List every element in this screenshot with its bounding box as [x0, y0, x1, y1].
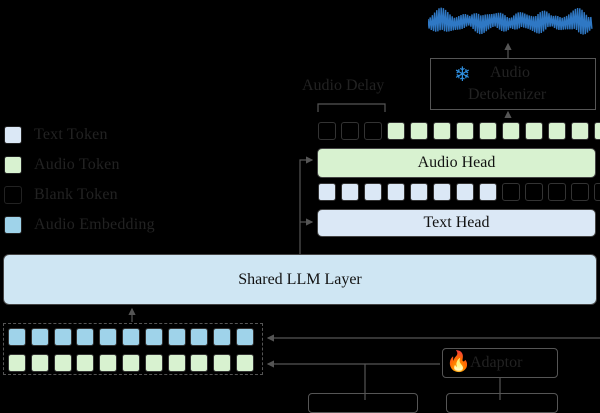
audio-token [456, 122, 474, 140]
audio-token [144, 354, 163, 372]
audio-token [594, 122, 600, 140]
adaptor-box [442, 348, 558, 378]
blank-token-swatch [4, 186, 22, 204]
embedding-token [144, 328, 163, 346]
audio-token [410, 122, 428, 140]
audio-detokenizer-label-1: Audio [490, 64, 530, 81]
text-head-label: Text Head [423, 214, 490, 231]
text-token [364, 183, 382, 201]
audio-delay-label: Audio Delay [302, 77, 385, 94]
bottom-box-right [446, 393, 558, 413]
audio-token [548, 122, 566, 140]
adaptor-label: Adaptor [470, 354, 523, 371]
blank-token [548, 183, 566, 201]
text-token [341, 183, 359, 201]
legend-label: Audio Token [34, 156, 120, 173]
audio-waveform-icon [428, 7, 593, 35]
audio-token [53, 354, 72, 372]
audio-token [122, 354, 140, 372]
audio-token [30, 354, 49, 372]
shared-llm-layer: Shared LLM Layer [3, 254, 597, 305]
blank-token [341, 122, 359, 140]
audio-token [190, 354, 209, 372]
audio-token [502, 122, 520, 140]
blank-token [571, 183, 589, 201]
legend-item-audio-embedding: Audio Embedding [4, 215, 155, 235]
audio-detokenizer-label-2: Detokenizer [468, 86, 547, 103]
text-token [433, 183, 451, 201]
embedding-token [53, 328, 72, 346]
audio-token [433, 122, 451, 140]
audio-detokenizer-box [430, 58, 596, 110]
audio-token [99, 354, 118, 372]
audio-token-swatch [4, 156, 22, 174]
audio-token [479, 122, 497, 140]
legend-item-blank-token: Blank Token [4, 185, 118, 205]
waveform-line [428, 7, 593, 35]
embedding-token [236, 328, 254, 346]
embedding-token [8, 328, 26, 346]
blank-token [525, 183, 543, 201]
blank-token [594, 183, 600, 201]
audio-token [387, 122, 405, 140]
audio-token [213, 354, 232, 372]
input-token-group [3, 323, 263, 375]
text-token [387, 183, 405, 201]
audio-token [571, 122, 589, 140]
shared-llm-label: Shared LLM Layer [238, 270, 362, 288]
audio-head: Audio Head [317, 148, 596, 178]
embedding-token [30, 328, 49, 346]
embedding-token [122, 328, 140, 346]
text-token [479, 183, 497, 201]
audio-token [236, 354, 254, 372]
audio-token [8, 354, 26, 372]
legend-item-text-token: Text Token [4, 125, 108, 145]
audio-delay-bracket [317, 103, 386, 112]
embedding-token [167, 328, 186, 346]
audio-token [525, 122, 543, 140]
text-token [456, 183, 474, 201]
text-token-swatch [4, 126, 22, 144]
embedding-token [190, 328, 209, 346]
legend-label: Blank Token [34, 186, 118, 203]
blank-token [502, 183, 520, 201]
legend-item-audio-token: Audio Token [4, 155, 120, 175]
fire-icon: 🔥 [446, 351, 471, 373]
audio-token [167, 354, 186, 372]
audio-head-label: Audio Head [417, 154, 496, 171]
audio-token [76, 354, 95, 372]
text-head: Text Head [317, 209, 596, 237]
embedding-token [213, 328, 232, 346]
snowflake-icon: ❄ [454, 64, 471, 86]
audio-embedding-swatch [4, 216, 22, 234]
text-token [318, 183, 336, 201]
legend-label: Audio Embedding [34, 216, 155, 233]
text-token [410, 183, 428, 201]
embedding-token [76, 328, 95, 346]
arrows-layer [128, 42, 600, 400]
bottom-box-left [308, 393, 418, 413]
arrow-llm-to-audio-head [299, 156, 314, 250]
embedding-token [99, 328, 118, 346]
legend-label: Text Token [34, 126, 108, 143]
blank-token [318, 122, 336, 140]
blank-token [364, 122, 382, 140]
